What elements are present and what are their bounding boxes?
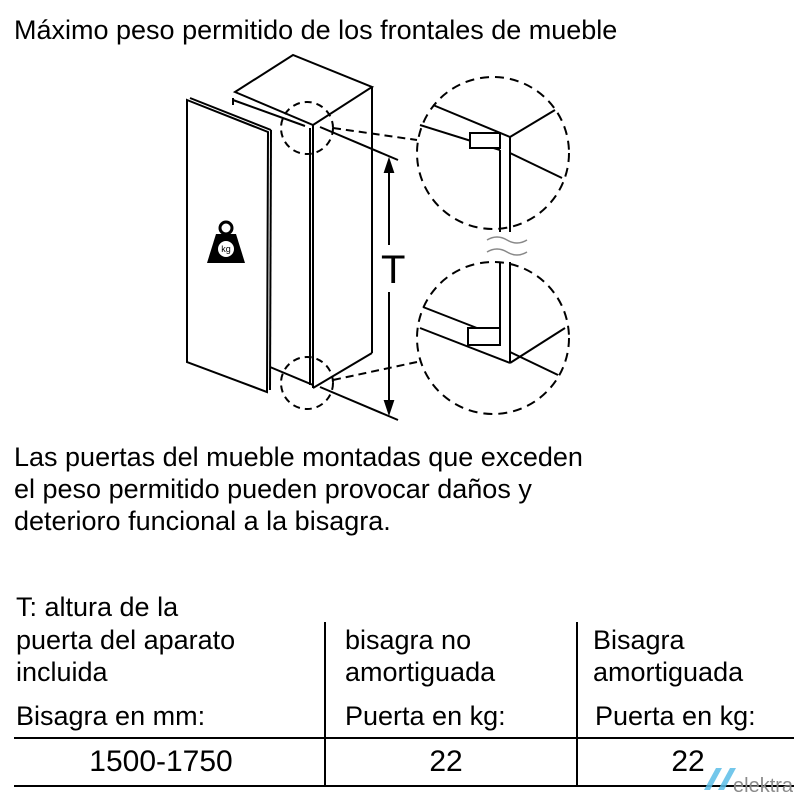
detail-circle-bottom-large [416, 261, 570, 415]
cell-damped: 22 [671, 745, 705, 778]
warning-line: Las puertas del mueble montadas que exce… [14, 442, 583, 472]
cell-height: 1500-1750 [89, 745, 233, 778]
col1-header-line: incluida [16, 657, 108, 687]
detail-circle-top-large [416, 76, 570, 230]
dimension-line-t [383, 156, 395, 417]
hinge-detail-top [419, 104, 563, 232]
hinge-diagram: T kg [186, 53, 570, 421]
table-header-divider [14, 737, 794, 739]
cell-non-damped: 22 [429, 745, 463, 778]
appliance-cabinet [232, 53, 375, 389]
dimension-label-t: T [381, 248, 405, 292]
col3-unit: Puerta en kg: [595, 701, 756, 731]
table-column-divider [576, 622, 578, 787]
table-column-divider [324, 622, 326, 787]
col3-header-line: amortiguada [593, 657, 744, 687]
table-bottom-border [14, 785, 794, 787]
col2-unit: Puerta en kg: [345, 701, 506, 731]
svg-text:kg: kg [221, 244, 231, 254]
col1-header-line: puerta del aparato [16, 625, 236, 655]
detail-circle-bottom-small [280, 356, 334, 410]
col3-header-line: Bisagra [593, 625, 685, 655]
warning-line: deterioro funcional a la bisagra. [14, 506, 391, 536]
col2-header-line: bisagra no [345, 625, 472, 655]
weight-kg-icon: kg [207, 220, 245, 263]
elektra-logo-icon [704, 768, 736, 790]
watermark-text: elektra [733, 775, 794, 797]
warning-line: el peso permitido pueden provocar daños … [14, 474, 532, 504]
hinge-detail-bottom [419, 262, 566, 376]
col2-header-line: amortiguada [345, 657, 496, 687]
page-title: Máximo peso permitido de los frontales d… [14, 15, 618, 45]
col1-unit: Bisagra en mm: [16, 701, 206, 731]
col1-header-line: T: altura de la [16, 592, 179, 622]
